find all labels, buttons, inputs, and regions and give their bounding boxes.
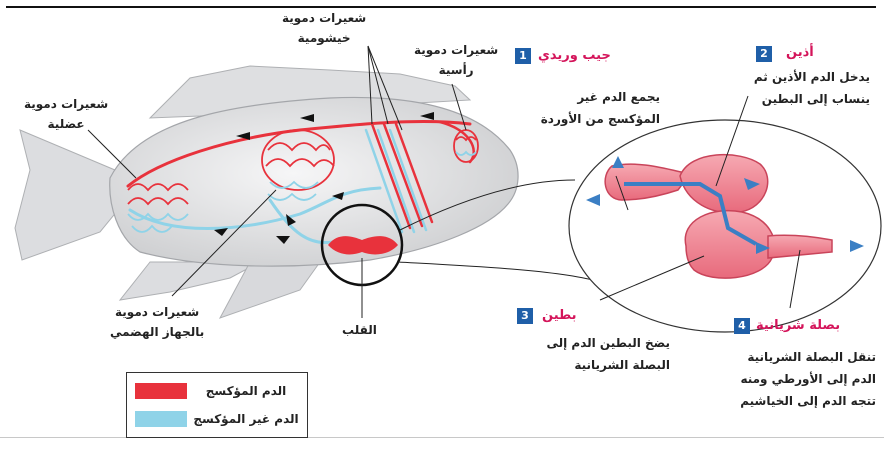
label-line: شعيرات دموية	[24, 94, 108, 114]
tail-fin	[15, 130, 118, 260]
label-line: خيشومية	[282, 28, 366, 48]
step-1-line: المؤكسج من الأوردة	[510, 108, 660, 130]
label-line: شعيرات دموية	[414, 40, 498, 60]
legend-swatch-oxygenated	[135, 383, 187, 399]
label-line: شعيرات دموية	[282, 8, 366, 28]
zoom-line	[398, 262, 600, 282]
step-3-line: البصلة الشريانية	[520, 354, 670, 376]
step-2-line: ينساب إلى البطين	[720, 88, 870, 110]
step-2-text: يدخل الدم الأذين ثم ينساب إلى البطين	[720, 66, 870, 110]
step-1-badge: 1	[515, 48, 531, 64]
step-2-badge: 2	[756, 46, 772, 62]
label-line: رأسية	[414, 60, 498, 80]
legend: الدم المؤكسج الدم غير المؤكسج	[126, 372, 308, 438]
step-4-line: تتجه الدم إلى الخياشيم	[712, 390, 876, 412]
label-line: بالجهاز الهضمي	[110, 322, 204, 342]
step-3-text: يضخ البطين الدم إلى البصلة الشريانية	[520, 332, 670, 376]
step-1-text: يجمع الدم غير المؤكسج من الأوردة	[510, 86, 660, 130]
legend-label-oxygenated: الدم المؤكسج	[193, 381, 299, 401]
step-4-badge: 4	[734, 318, 750, 334]
step-2-line: يدخل الدم الأذين ثم	[720, 66, 870, 88]
heart-label: القلب	[342, 320, 377, 340]
gill-capillaries-label: شعيرات دموية خيشومية	[282, 8, 366, 48]
step-2-title: أذين	[786, 43, 814, 63]
head-capillaries-label: شعيرات دموية رأسية	[414, 40, 498, 80]
digestive-capillaries-label: شعيرات دموية بالجهاز الهضمي	[110, 302, 204, 342]
legend-swatch-deoxygenated	[135, 411, 187, 427]
step-4-title: بصلة شريانية	[756, 316, 840, 336]
step-3-badge: 3	[517, 308, 533, 324]
step-4-text: تنقل البصلة الشريانية الدم إلى الأورطي و…	[712, 346, 876, 412]
step-3-title: بطين	[542, 306, 577, 326]
label-line: عضلية	[24, 114, 108, 134]
step-1-title: جيب وريدي	[538, 46, 611, 66]
step-4-line: تنقل البصلة الشريانية	[712, 346, 876, 368]
legend-label-deoxygenated: الدم غير المؤكسج	[193, 409, 299, 429]
muscle-capillaries-label: شعيرات دموية عضلية	[24, 94, 108, 134]
label-line: شعيرات دموية	[110, 302, 204, 322]
step-4-line: الدم إلى الأورطي ومنه	[712, 368, 876, 390]
step-3-line: يضخ البطين الدم إلى	[520, 332, 670, 354]
step-1-line: يجمع الدم غير	[510, 86, 660, 108]
